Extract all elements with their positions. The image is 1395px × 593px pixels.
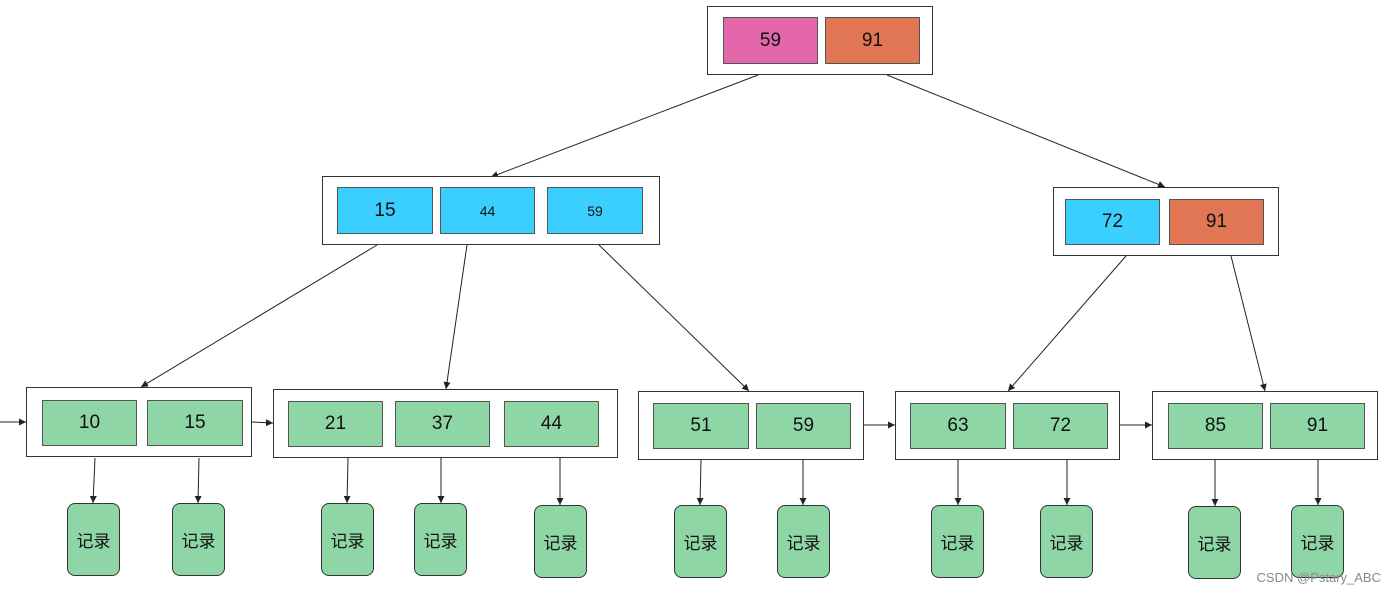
root-key: 91 — [825, 17, 920, 64]
record-box: 记录 — [1291, 505, 1344, 578]
record-box: 记录 — [674, 505, 727, 578]
leaf-key: 63 — [910, 403, 1006, 449]
record-box: 记录 — [1040, 505, 1093, 578]
connector-arrow — [343, 457, 351, 504]
watermark: CSDN @Pstary_ABC — [1256, 570, 1381, 585]
leaf-key: 91 — [1270, 403, 1365, 449]
record-box: 记录 — [67, 503, 120, 576]
connector-arrow — [886, 74, 1166, 188]
leaf-key: 21 — [288, 401, 383, 447]
internal-key: 44 — [440, 187, 535, 234]
internal-key: 15 — [337, 187, 433, 234]
connector-arrow — [251, 419, 274, 427]
leaf-key: 72 — [1013, 403, 1108, 449]
leaf-node: 85 91 — [1152, 391, 1378, 460]
leaf-key: 10 — [42, 400, 137, 446]
connector-arrow — [89, 457, 97, 504]
leaf-node: 63 72 — [895, 391, 1120, 460]
internal-node-right: 72 91 — [1053, 187, 1279, 256]
root-key: 59 — [723, 17, 818, 64]
leaf-key: 15 — [147, 400, 243, 446]
leaf-node: 21 37 44 — [273, 389, 618, 458]
record-box: 记录 — [321, 503, 374, 576]
connector-arrow — [696, 459, 704, 506]
connector-arrow — [140, 244, 378, 388]
root-node: 59 91 — [707, 6, 933, 75]
leaf-node: 10 15 — [26, 387, 252, 457]
leaf-key: 37 — [395, 401, 490, 447]
connector-arrow — [1007, 255, 1127, 392]
connector-arrow — [443, 244, 468, 390]
record-box: 记录 — [777, 505, 830, 578]
record-box: 记录 — [534, 505, 587, 578]
internal-node-left: 15 44 59 — [322, 176, 660, 245]
connector-arrow — [490, 74, 759, 178]
record-box: 记录 — [1188, 506, 1241, 579]
record-box: 记录 — [414, 503, 467, 576]
connector-arrow — [598, 244, 750, 392]
connector-arrow — [1230, 255, 1267, 392]
connector-arrow — [194, 457, 202, 504]
internal-key: 72 — [1065, 199, 1160, 245]
record-box: 记录 — [172, 503, 225, 576]
record-box: 记录 — [931, 505, 984, 578]
leaf-node: 51 59 — [638, 391, 864, 460]
internal-key: 59 — [547, 187, 643, 234]
leaf-key: 44 — [504, 401, 599, 447]
leaf-key: 51 — [653, 403, 749, 449]
leaf-key: 59 — [756, 403, 851, 449]
leaf-key: 85 — [1168, 403, 1263, 449]
internal-key: 91 — [1169, 199, 1264, 245]
